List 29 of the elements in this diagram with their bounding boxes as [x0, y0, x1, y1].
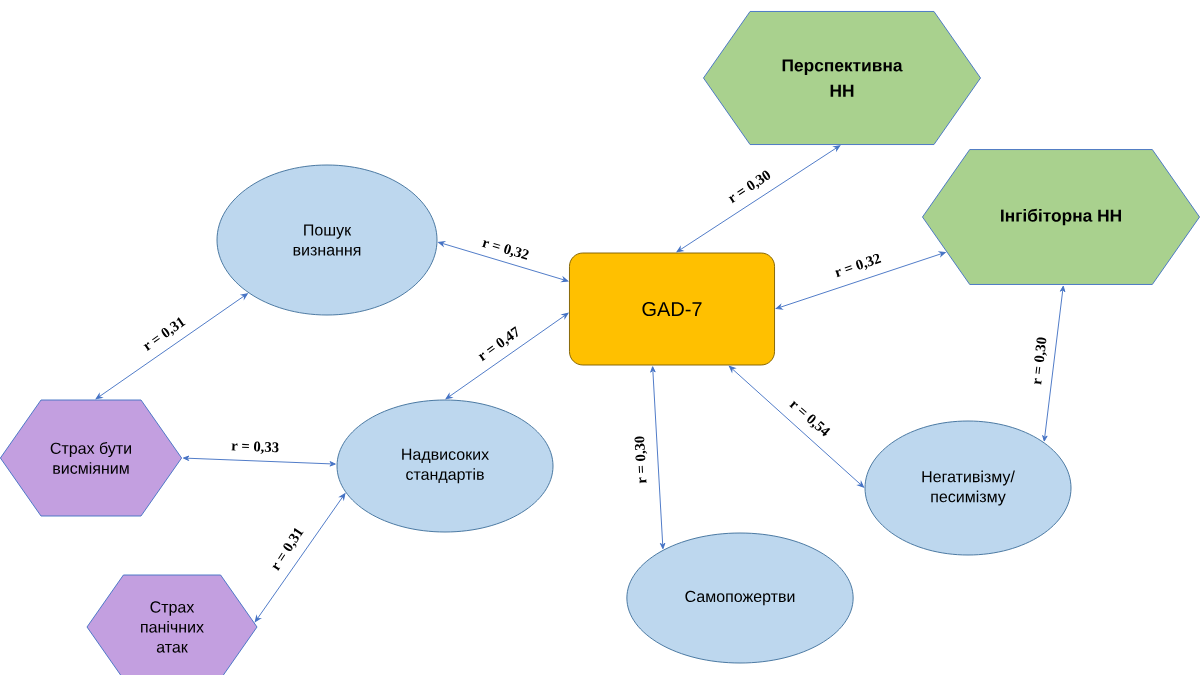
arrow [775, 251, 946, 310]
edge-label: r = 0,47 [474, 324, 525, 366]
arrow [438, 241, 569, 283]
arrow [95, 293, 248, 400]
ellipse-node: Самопожертви [626, 532, 854, 664]
edge-label: r = 0,54 [785, 396, 834, 441]
edge-label: r = 0,30 [1029, 334, 1051, 387]
arrow [1042, 285, 1066, 442]
edge-label: r = 0,32 [479, 235, 532, 264]
hexagon-box: Інгібіторна НН [922, 149, 1200, 285]
hexagon-box: Страх панічних атак [86, 574, 258, 675]
edge-label: r = 0,30 [724, 167, 775, 208]
arrow [182, 455, 336, 467]
edge-label: r = 0,30 [632, 434, 651, 486]
edge-label: r = 0,33 [229, 439, 281, 456]
arrow [676, 145, 841, 253]
ellipse-node: Надвисоких стандартів [336, 399, 554, 533]
arrow [728, 365, 865, 488]
edge-label: r = 0,31 [139, 314, 190, 355]
hexagon-box: Перспективна НН [703, 11, 981, 145]
process-box: GAD-7 [569, 252, 775, 366]
hexagon-box: Страх бути висміяним [0, 399, 183, 517]
edge-label: r = 0,31 [267, 524, 308, 575]
ellipse-node: Пошук визнання [216, 164, 438, 316]
arrow [650, 366, 666, 550]
arrow [254, 493, 346, 623]
arrow [445, 312, 569, 400]
edge-label: r = 0,32 [831, 251, 885, 282]
ellipse-node: Негативізму/ песимізму [864, 420, 1072, 556]
